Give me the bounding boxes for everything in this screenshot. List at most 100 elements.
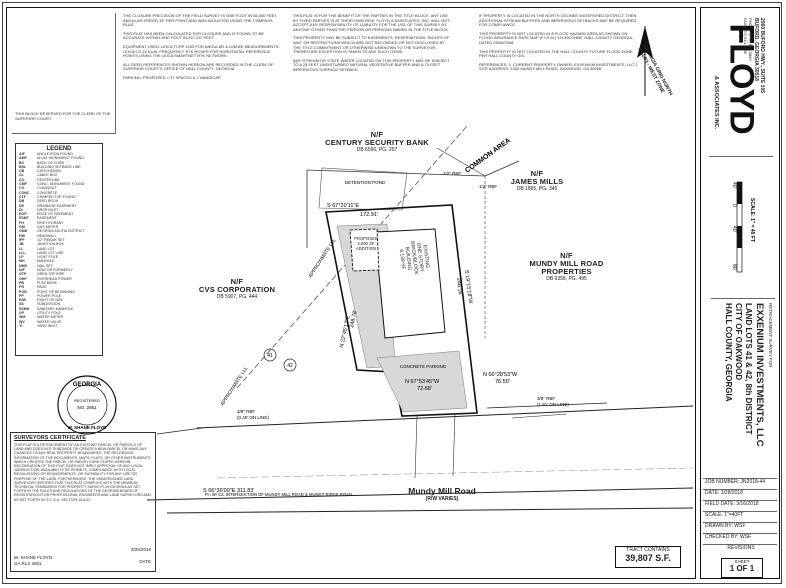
note-future-flood: THIS PROPERTY IS NOT LOCATED IN THE HALL… <box>479 48 633 59</box>
legend-item: LL LAND LOT <box>16 247 102 251</box>
notes-column-2: THIS PLAT IS FOR THE BENEFIT OF THE PART… <box>293 13 453 73</box>
proposed-addition <box>349 228 380 272</box>
tract-area: 39,807 S.F. <box>625 553 671 563</box>
legend-code: AIF <box>19 152 25 156</box>
proposed-label-line: ADDITION <box>355 246 376 251</box>
legend-description: NAIL SET <box>37 263 53 268</box>
legend-description: UTILITY POLE <box>37 310 61 315</box>
note-closure: THE CLOSURE PRECISION OF THE FIELD SURVE… <box>123 13 278 28</box>
legend-item: UP UTILITY POLE <box>16 311 102 315</box>
legend-code: BSL <box>19 164 27 169</box>
legend-description: POINT OF BEGINNING <box>37 289 76 294</box>
surveyor-certificate: SURVEYORS CERTIFICATE THIS PLAT IS A RET… <box>10 432 156 572</box>
legend-code: JB <box>19 242 24 247</box>
right-bearing: S 19°15'18"W <box>463 270 473 305</box>
land-lot-42-label: 42 <box>287 363 293 369</box>
legend-description: CABLE BOX <box>37 173 58 178</box>
note-parking: PARKING: PROPOSED = 37 SPACES & 2 HANDIC… <box>123 74 222 80</box>
legend-description: LAND LOT <box>37 246 55 251</box>
legend-description: DEED BOOK <box>37 199 59 204</box>
road-rw: (R/W VARIES) <box>425 496 459 502</box>
legend-code: OHP <box>19 276 27 281</box>
plat-date: DATE: 3/28/2018 <box>703 489 777 500</box>
legend-description: GEORGIA MILITIA DISTRICT <box>37 229 85 234</box>
legend-item: GMD GEORGIA MILITIA DISTRICT <box>16 229 102 233</box>
scale-text: SCALE: 1" = 40 FT <box>749 198 755 242</box>
legend-code: EOP <box>19 212 27 217</box>
rbf-left-label: 3/8" RBF <box>237 409 255 414</box>
left-distance: 248.78' <box>349 310 359 329</box>
legend-code: CO <box>19 186 25 191</box>
client-panel: RETRACEMENT SURVEY FOR EXXENIUM INVESTME… <box>711 298 775 479</box>
legend-code: ESMT <box>19 216 29 221</box>
sheet-label: SHEET <box>734 559 750 564</box>
sheet-box: SHEET 1 OF 1 <box>721 558 763 578</box>
legend-code: DB <box>19 199 25 204</box>
firm-fax: FAX (770) 614-9885 <box>743 18 748 55</box>
legend-code: DE <box>19 203 24 208</box>
legend-code: LL <box>19 246 24 251</box>
legend-description: BUILDING SETBACK LINE <box>37 164 81 169</box>
legend-code: SS <box>19 302 24 307</box>
owner-nf: N/F <box>370 130 384 139</box>
owner-name: CENTURY SECURITY BANK <box>325 138 429 147</box>
note-easements: THIS PROPERTY MAY BE SUBJECT TO EASEMENT… <box>293 35 450 55</box>
client-location-1: LAND LOTS 41 & 42, 8th DISTRICT <box>744 303 753 435</box>
concrete-parking-label: CONCRETE PARKING <box>400 364 447 369</box>
legend-code: R/W <box>19 298 26 303</box>
top-distance: 172.91' <box>360 212 378 218</box>
existing-building <box>374 228 446 339</box>
owner-nf: N/F <box>530 169 544 178</box>
scale-tick-label: 40' <box>731 226 737 233</box>
legend-code: DI <box>19 207 23 212</box>
road-name: Mundy Mill Road <box>408 486 476 496</box>
client-name: EXXENIUM INVESTMENTS, LLC <box>754 303 765 447</box>
top-bearing: S 67°20'11"E <box>327 203 359 209</box>
legend-code: PG <box>19 285 25 290</box>
legend-code: CB <box>19 169 25 174</box>
legend-code: CONC <box>19 190 30 195</box>
legend-code: GM <box>19 225 25 230</box>
road-bearing: S 66°36'00"E 311.83' <box>203 488 254 494</box>
legend-description: WATER METER <box>37 315 64 320</box>
retrace-label: RETRACEMENT SURVEY FOR <box>768 303 773 368</box>
land-lot-42-marker <box>283 358 297 372</box>
legend-code: AMF <box>19 156 27 161</box>
legend-code: CMF <box>19 182 27 187</box>
legend-code: YI <box>19 323 23 328</box>
legend-code: N/F <box>19 268 25 273</box>
owner-name: CVS CORPORATION <box>198 285 276 294</box>
owner-deed: DB 6566, PG. 257 <box>356 147 398 153</box>
survey-drawing: 41 42 S 67°20'11"E 172.91' S 19°15'18"W … <box>146 125 694 514</box>
legend-code: GMD <box>19 229 28 234</box>
client-location-2: CITY OF OAKWOOD <box>734 303 743 381</box>
land-lot-41-label: 41 <box>267 353 273 359</box>
legend-code: UP <box>19 310 24 315</box>
certificate-body: THIS PLAT IS A RETRACEMENT OF AN EXISTIN… <box>14 443 152 502</box>
graphic-scale: 40' 0 40' 80' SCALE: 1" = 40 FT <box>731 181 755 273</box>
legend-code: SSMH <box>19 306 30 311</box>
century-owner-label: N/F CENTURY SECURITY BANK DB 6566, PG. 2… <box>297 130 457 154</box>
legend-code: HW <box>19 233 25 238</box>
scale-tick-label: 80' <box>731 264 737 271</box>
notes-column-3: IF PROPERTY IS LOCATED IN THE NORTH OCON… <box>479 13 639 72</box>
owner-deed: DB 5907, PG. 444 <box>216 294 258 300</box>
